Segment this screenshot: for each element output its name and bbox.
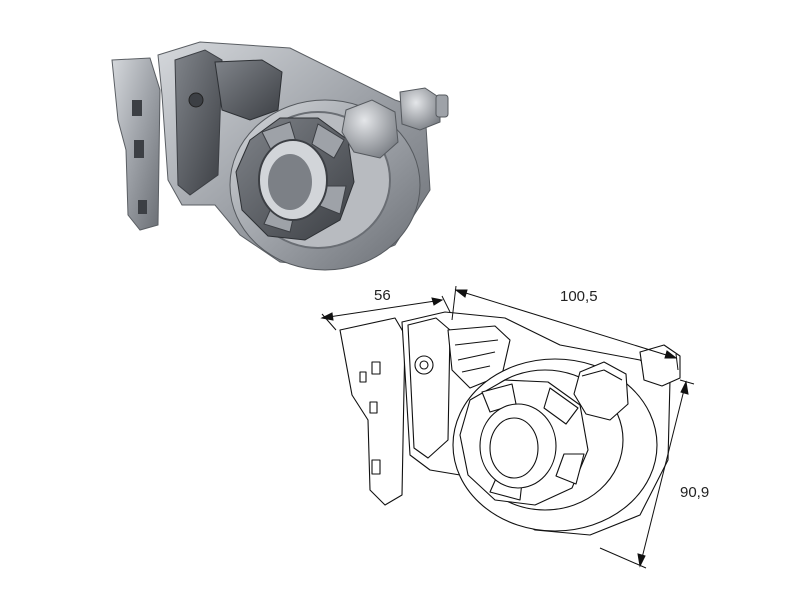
dim-ext bbox=[679, 379, 695, 385]
plate-slot bbox=[132, 100, 142, 116]
dim-line-height bbox=[639, 381, 687, 567]
dimension-height-label: 90,9 bbox=[680, 484, 710, 501]
drawing-plate-slot bbox=[369, 401, 378, 414]
drawing-spring-detail bbox=[454, 339, 499, 373]
drawing-hex-bolt bbox=[573, 361, 629, 421]
adapter-bore-inner bbox=[268, 154, 312, 210]
dim-line-width bbox=[321, 299, 443, 319]
plate-slot bbox=[138, 200, 147, 214]
hex-bolt bbox=[341, 99, 399, 159]
dim-ext bbox=[451, 285, 457, 321]
bracket-render bbox=[111, 41, 449, 271]
dim-ext bbox=[441, 295, 451, 313]
spring-mechanism bbox=[214, 59, 283, 121]
dim-ext bbox=[599, 547, 647, 569]
dim-arrow bbox=[320, 312, 334, 321]
drawing-housing-inner bbox=[407, 317, 451, 459]
housing-rivet bbox=[188, 92, 204, 108]
dim-arrow bbox=[680, 380, 689, 395]
shaft-nut bbox=[399, 87, 441, 131]
drawing-bolt-face bbox=[581, 369, 623, 381]
housing-inner bbox=[174, 49, 223, 196]
dimension-length-label: 100,5 bbox=[560, 288, 598, 305]
dim-arrow bbox=[637, 553, 646, 568]
drawing-shaft-nut bbox=[639, 344, 681, 387]
dim-ext bbox=[675, 353, 679, 371]
dim-arrow bbox=[454, 289, 468, 298]
dim-arrow bbox=[664, 350, 678, 359]
dim-arrow bbox=[431, 297, 444, 306]
drawing-adapter-bore-inner bbox=[489, 417, 539, 479]
drawing-plate-slot bbox=[371, 459, 381, 475]
drawing-plate-slot bbox=[359, 371, 367, 383]
plate-slot bbox=[134, 140, 144, 158]
dim-line-length bbox=[455, 289, 677, 359]
dimension-width-label: 56 bbox=[374, 287, 391, 304]
bracket-line-drawing bbox=[339, 311, 681, 536]
drawing-rivet-inner bbox=[419, 360, 429, 370]
shaft bbox=[435, 94, 449, 118]
drawing-plate-slot bbox=[371, 361, 381, 375]
dimension-lines bbox=[320, 285, 695, 569]
